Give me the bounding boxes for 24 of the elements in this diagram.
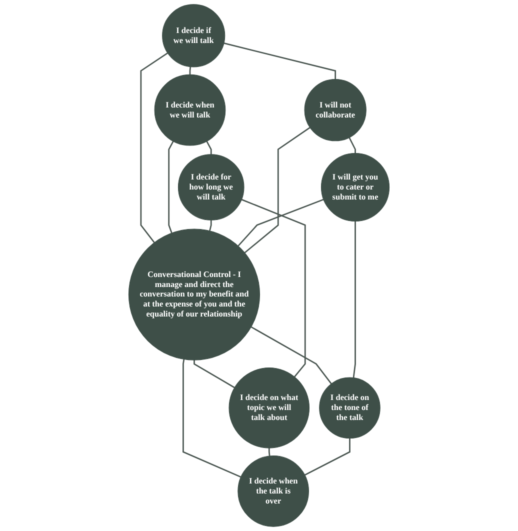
connector (348, 137, 356, 154)
connector (244, 126, 310, 254)
connector (224, 42, 336, 80)
connector (250, 326, 332, 384)
connector (168, 140, 174, 234)
node-circle: I decide when the talk is over (238, 456, 309, 527)
connector (140, 52, 168, 243)
connector (352, 221, 356, 378)
connector (182, 359, 242, 478)
connector (209, 220, 212, 232)
connector (304, 438, 350, 476)
connector (206, 140, 212, 154)
node-circle: Conversational Control - I manage and direct the conversation to my benefit and at the expense of you and the equality of our relationship (128, 228, 260, 360)
node-circle: I will not collaborate (304, 79, 366, 142)
node-circle: I decide for how long we will talk (178, 154, 244, 220)
node-circle: I decide on the tone of the talk (319, 377, 380, 439)
node-circle: I decide if we will talk (162, 4, 226, 68)
connector (268, 448, 270, 456)
connector (241, 198, 306, 378)
connector (238, 198, 324, 246)
connector (194, 360, 235, 388)
node-circle: I will get you to cater or submit to me (320, 152, 390, 222)
node-circle: I decide on what topic we will talk about (228, 368, 310, 448)
node-circle: I decide when we will talk (154, 74, 226, 146)
